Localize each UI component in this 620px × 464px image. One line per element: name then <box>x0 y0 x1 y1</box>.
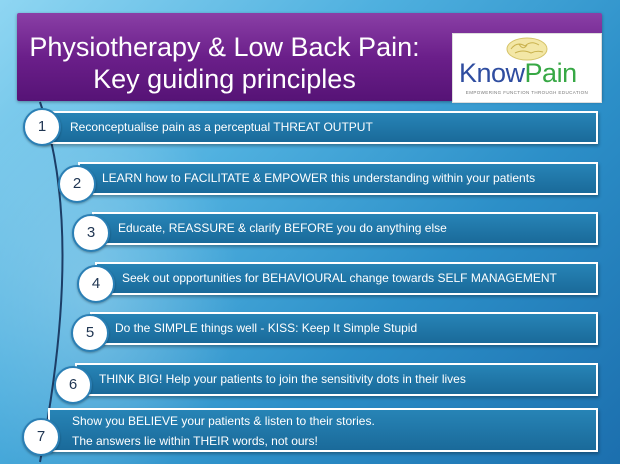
title-line-1: Physiotherapy & Low Back Pain: <box>29 32 420 62</box>
principle-text-7-line-2: The answers lie within THEIR words, not … <box>72 434 318 448</box>
principle-bar-4: Seek out opportunities for BEHAVIOURAL c… <box>95 262 598 295</box>
principle-text-7-line-1: Show you BELIEVE your patients & listen … <box>72 414 375 428</box>
principle-bar-2: LEARN how to FACILITATE & EMPOWER this u… <box>78 162 598 195</box>
principle-number-7: 7 <box>22 418 60 456</box>
principle-number-1: 1 <box>23 108 61 146</box>
principle-number-3: 3 <box>72 214 110 252</box>
principle-number-2: 2 <box>58 165 96 203</box>
principle-bar-5: Do the SIMPLE things well - KISS: Keep I… <box>90 312 598 345</box>
principle-bar-3: Educate, REASSURE & clarify BEFORE you d… <box>92 212 598 245</box>
knowpain-logo: KnowPain EMPOWERING FUNCTION THROUGH EDU… <box>452 33 602 103</box>
principle-text-7: Show you BELIEVE your patients & listen … <box>72 411 375 451</box>
principle-text-6: THINK BIG! Help your patients to join th… <box>99 372 466 386</box>
title-line-2: Key guiding principles <box>93 64 356 94</box>
logo-wordmark: KnowPain <box>459 58 577 89</box>
principle-text-4: Seek out opportunities for BEHAVIOURAL c… <box>122 271 557 285</box>
principle-number-4: 4 <box>77 265 115 303</box>
logo-word-know: Know <box>459 58 525 88</box>
page-title: Physiotherapy & Low Back Pain: Key guidi… <box>17 31 432 95</box>
principle-text-1: Reconceptualise pain as a perceptual THR… <box>70 120 373 134</box>
logo-tagline: EMPOWERING FUNCTION THROUGH EDUCATION <box>465 90 589 95</box>
title-banner: Physiotherapy & Low Back Pain: Key guidi… <box>17 13 602 103</box>
principle-number-5: 5 <box>71 314 109 352</box>
principle-bar-7: Show you BELIEVE your patients & listen … <box>48 408 598 452</box>
principle-bar-1: Reconceptualise pain as a perceptual THR… <box>42 111 598 144</box>
principle-bar-6: THINK BIG! Help your patients to join th… <box>75 363 598 396</box>
principle-number-6: 6 <box>54 366 92 404</box>
logo-word-pain: Pain <box>524 58 578 88</box>
principle-text-2: LEARN how to FACILITATE & EMPOWER this u… <box>102 171 536 185</box>
brain-icon <box>506 37 548 61</box>
principle-text-5: Do the SIMPLE things well - KISS: Keep I… <box>115 321 418 335</box>
principle-text-3: Educate, REASSURE & clarify BEFORE you d… <box>118 221 447 235</box>
